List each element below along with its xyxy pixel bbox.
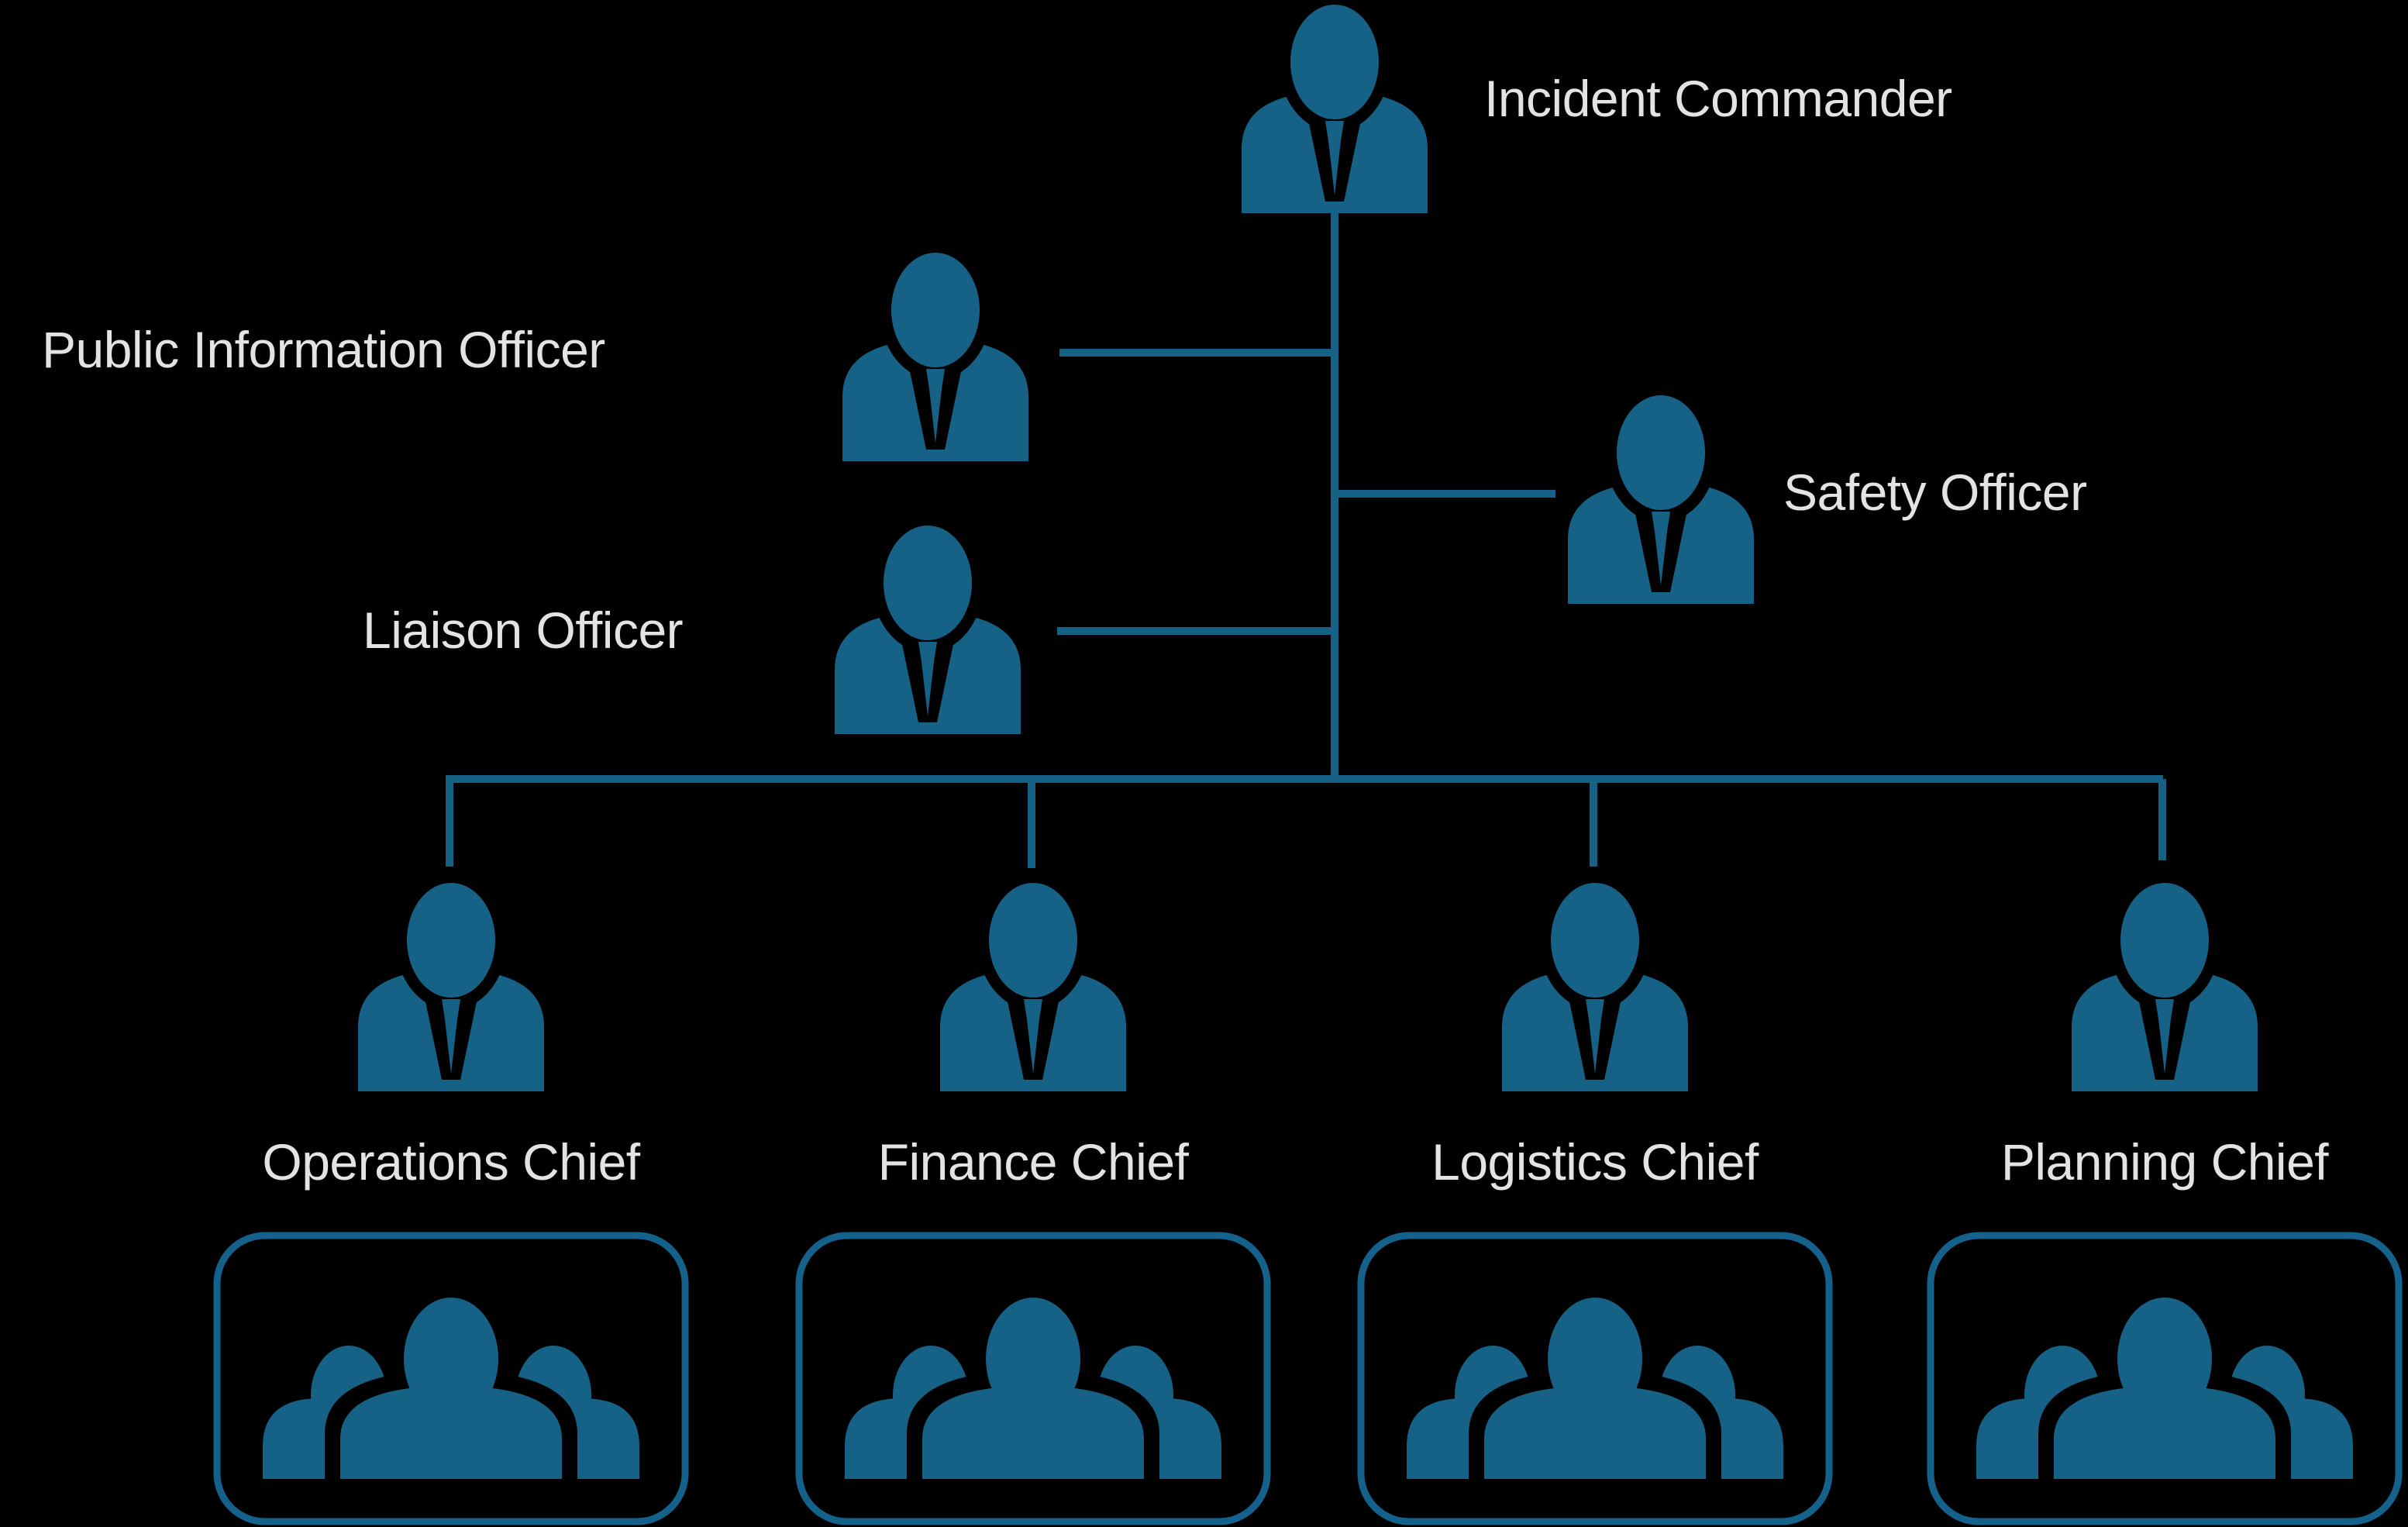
public-information-officer-label: Public Information Officer: [42, 321, 605, 378]
finance-team-box: [795, 1232, 1271, 1525]
logistics-team-box: [1357, 1232, 1833, 1525]
safety-officer-icon: [1568, 383, 1754, 604]
operations-team-box: [213, 1232, 689, 1525]
planning-chief-icon: [2072, 870, 2258, 1091]
public-information-officer-icon: [842, 240, 1028, 461]
operations-chief-icon: [358, 870, 544, 1091]
connector-lines: [446, 198, 2166, 868]
operations-team-icon: [263, 1283, 639, 1479]
planning-chief-label: Planning Chief: [2000, 1133, 2329, 1191]
logistics-chief-label: Logistics Chief: [1431, 1133, 1759, 1191]
finance-team-icon: [845, 1283, 1221, 1479]
incident-commander-icon: [1242, 0, 1428, 213]
liaison-officer-label: Liaison Officer: [363, 601, 684, 659]
finance-chief-label: Finance Chief: [877, 1133, 1189, 1191]
logistics-team-icon: [1407, 1283, 1783, 1479]
planning-team-box: [1927, 1232, 2403, 1525]
safety-officer-label: Safety Officer: [1783, 464, 2087, 521]
logistics-chief-icon: [1502, 870, 1688, 1091]
finance-chief-icon: [940, 870, 1126, 1091]
liaison-officer-icon: [835, 513, 1021, 734]
incident-commander-label: Incident Commander: [1484, 70, 1952, 127]
operations-chief-label: Operations Chief: [262, 1133, 640, 1191]
planning-team-icon: [1976, 1283, 2353, 1479]
